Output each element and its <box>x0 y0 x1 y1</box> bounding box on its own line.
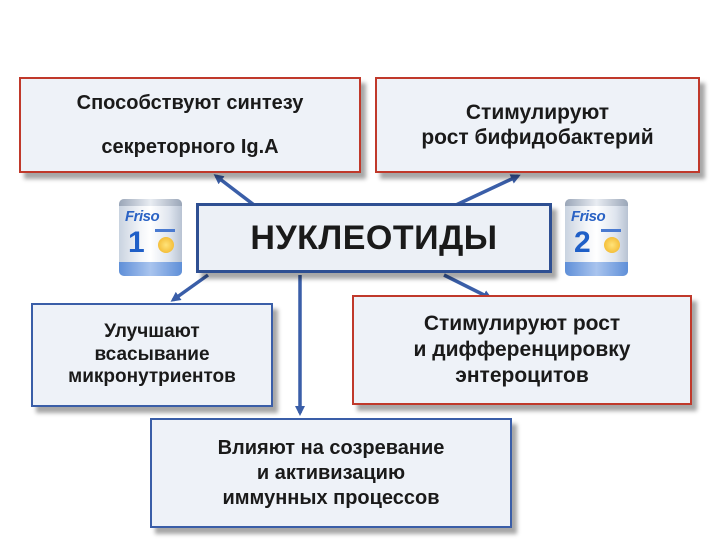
box-secretory-iga-line2: секреторного Ig.A <box>101 136 279 158</box>
arrow-to-mid-right <box>443 273 493 300</box>
box-bifidobacteria-line1: Стимулируют <box>465 100 610 124</box>
can-band <box>119 262 182 276</box>
box-micronutrients-line3: микронутриентов <box>68 366 236 388</box>
box-nucleotides: НУКЛЕОТИДЫ <box>196 203 552 273</box>
can-rim <box>119 199 182 206</box>
box-enterocytes-line3: энтероцитов <box>455 364 589 388</box>
arrow-to-mid-left <box>170 273 210 302</box>
can-badge-icon <box>158 237 174 253</box>
can-rim <box>565 199 628 206</box>
box-nucleotides-title: НУКЛЕОТИДЫ <box>250 218 498 257</box>
box-micronutrients: Улучшают всасывание микронутриентов <box>31 303 273 407</box>
box-secretory-iga: Способствуют синтезу секреторного Ig.A <box>19 77 361 173</box>
box-immune-line1: Влияют на созревание <box>217 436 445 459</box>
box-immune-processes: Влияют на созревание и активизацию иммун… <box>150 418 512 528</box>
box-secretory-iga-line1: Способствуют синтезу <box>76 92 304 114</box>
can-band <box>565 262 628 276</box>
box-immune-line2: и активизацию <box>256 461 406 484</box>
friso-logo: Friso <box>125 208 160 225</box>
box-enterocytes: Стимулируют рост и дифференцировку энтер… <box>352 295 692 405</box>
stage-number: 1 <box>128 226 145 259</box>
friso-can-stage-2-image: Friso 2 <box>565 199 628 276</box>
box-micronutrients-line1: Улучшают <box>104 320 200 342</box>
can-label-stripe <box>601 229 621 232</box>
can-badge-icon <box>604 237 620 253</box>
box-micronutrients-line2: всасывание <box>94 343 210 365</box>
arrow-to-top-left <box>213 174 256 207</box>
friso-can-stage-1-image: Friso 1 <box>119 199 182 276</box>
box-enterocytes-line2: и дифференцировку <box>413 337 631 361</box>
box-bifidobacteria: Стимулируют рост бифидобактерий <box>375 77 700 173</box>
box-enterocytes-line1: Стимулируют рост <box>423 311 621 335</box>
box-bifidobacteria-line2: рост бифидобактерий <box>421 126 654 149</box>
friso-logo: Friso <box>571 208 606 225</box>
arrow-to-top-right <box>455 174 521 207</box>
can-label-stripe <box>155 229 175 232</box>
box-immune-line3: иммунных процессов <box>222 486 440 509</box>
stage-number: 2 <box>574 226 591 259</box>
